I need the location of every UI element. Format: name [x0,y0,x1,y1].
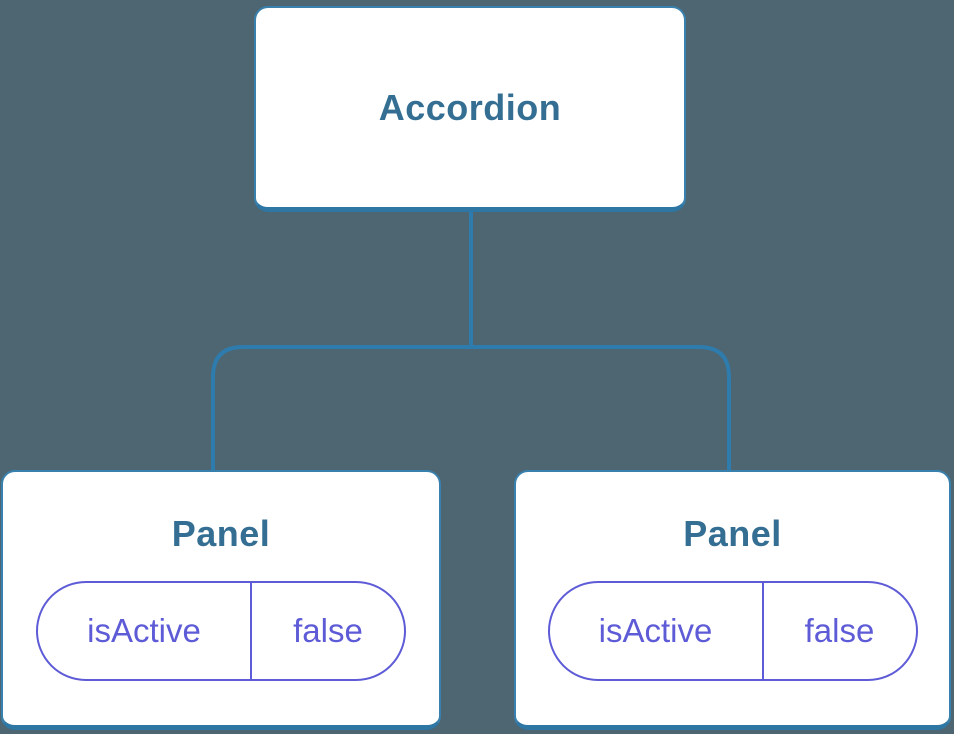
node-label: Accordion [378,86,562,128]
state-value: false [761,583,916,680]
connector-bracket [211,345,731,472]
state-value: false [250,583,404,680]
component-node-panel-right: Panel isActive false [514,470,951,730]
state-pill: isActive false [36,581,406,682]
node-label: Panel [171,513,271,554]
state-key: isActive [87,612,201,650]
component-node-accordion: Accordion [254,6,686,212]
node-label: Panel [683,513,782,554]
state-key: isActive [598,612,713,650]
state-pill: isActive false [547,581,918,682]
component-node-panel-left: Panel isActive false [1,470,441,730]
